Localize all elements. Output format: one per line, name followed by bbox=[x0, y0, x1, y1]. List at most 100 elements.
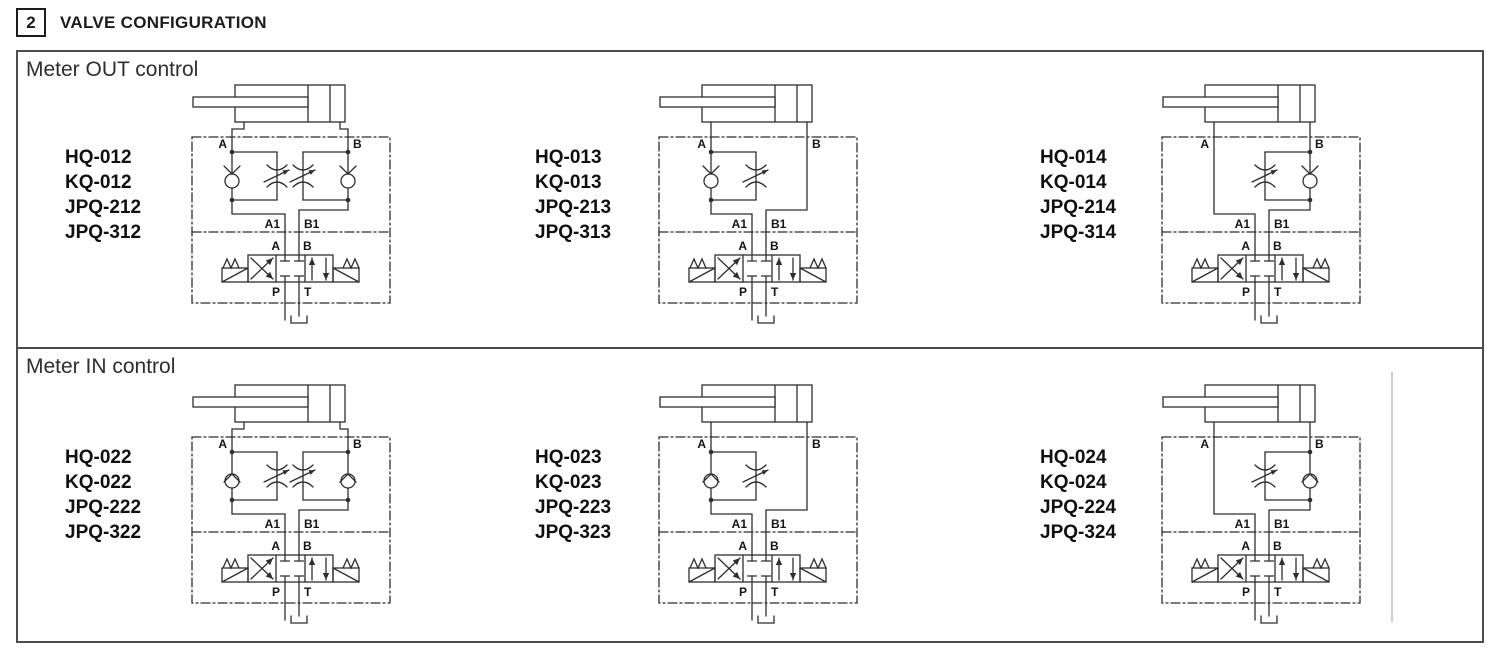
valve-boundary bbox=[1161, 136, 1361, 304]
port-label-p: P bbox=[1242, 285, 1250, 299]
directional-valve bbox=[221, 254, 360, 283]
port-label-t: T bbox=[1274, 585, 1282, 599]
port-label-a1: A1 bbox=[1235, 517, 1251, 531]
directional-valve bbox=[688, 254, 827, 283]
flow-control-b bbox=[1251, 149, 1319, 203]
valve-boundary bbox=[191, 436, 391, 604]
directional-valve bbox=[1191, 554, 1330, 583]
port-label-a: A bbox=[1200, 437, 1209, 451]
port-label-b: B bbox=[812, 437, 821, 451]
model-label: JPQ-324 bbox=[1040, 522, 1117, 543]
port-label-a: A bbox=[697, 137, 706, 151]
port-label-b: B bbox=[1315, 137, 1324, 151]
dcv-port-label-a: A bbox=[738, 239, 747, 253]
section-number: 2 bbox=[26, 12, 36, 32]
model-label: HQ-023 bbox=[535, 447, 602, 468]
port-label-b1: B1 bbox=[1274, 517, 1290, 531]
port-label-p: P bbox=[1242, 585, 1250, 599]
tank-icon bbox=[290, 315, 308, 324]
scan-artifact-line bbox=[1391, 372, 1393, 622]
directional-valve bbox=[688, 554, 827, 583]
model-label: JPQ-312 bbox=[65, 222, 142, 243]
model-label: JPQ-322 bbox=[65, 522, 142, 543]
cylinder bbox=[1162, 384, 1316, 423]
valve-boundary bbox=[658, 436, 858, 604]
section-number-box: 2 bbox=[16, 8, 46, 37]
directional-valve bbox=[1191, 254, 1330, 283]
model-label: JPQ-213 bbox=[535, 197, 612, 218]
model-label: JPQ-223 bbox=[535, 497, 612, 518]
dcv-port-label-b: B bbox=[303, 539, 312, 553]
dcv-port-label-a: A bbox=[271, 239, 280, 253]
port-label-a1: A1 bbox=[732, 217, 748, 231]
port-label-b: B bbox=[812, 137, 821, 151]
port-label-t: T bbox=[771, 285, 779, 299]
dcv-port-label-a: A bbox=[271, 539, 280, 553]
directional-valve bbox=[221, 554, 360, 583]
port-label-a1: A1 bbox=[732, 517, 748, 531]
port-label-a1: A1 bbox=[1235, 217, 1251, 231]
cylinder bbox=[192, 384, 346, 423]
tank-icon bbox=[290, 615, 308, 624]
port-label-a1: A1 bbox=[265, 517, 281, 531]
tank-icon bbox=[1260, 615, 1278, 624]
model-label: JPQ-222 bbox=[65, 497, 142, 518]
model-label: KQ-023 bbox=[535, 472, 602, 493]
model-label: KQ-022 bbox=[65, 472, 132, 493]
port-label-b1: B1 bbox=[771, 517, 787, 531]
model-label: KQ-012 bbox=[65, 172, 132, 193]
page-title: VALVE CONFIGURATION bbox=[60, 13, 267, 32]
flow-control-b bbox=[289, 449, 357, 503]
model-label: JPQ-224 bbox=[1040, 497, 1117, 518]
cylinder bbox=[1162, 84, 1316, 123]
port-label-p: P bbox=[272, 585, 280, 599]
cylinder bbox=[192, 84, 346, 123]
flow-control-a bbox=[223, 449, 290, 503]
cylinder bbox=[659, 84, 813, 123]
flow-control-a bbox=[702, 449, 769, 503]
model-label: HQ-022 bbox=[65, 447, 132, 468]
port-label-b1: B1 bbox=[304, 517, 320, 531]
port-label-p: P bbox=[272, 285, 280, 299]
valve-boundary bbox=[658, 136, 858, 304]
model-label: HQ-024 bbox=[1040, 447, 1107, 468]
port-label-t: T bbox=[304, 285, 312, 299]
flow-control-b bbox=[1251, 449, 1319, 503]
port-label-a: A bbox=[697, 437, 706, 451]
model-label: HQ-013 bbox=[535, 147, 602, 168]
flow-control-a bbox=[702, 149, 769, 203]
port-label-a: A bbox=[218, 137, 227, 151]
flow-control-b bbox=[289, 149, 357, 203]
valve-boundary bbox=[191, 136, 391, 304]
port-label-b: B bbox=[1315, 437, 1324, 451]
dcv-port-label-b: B bbox=[770, 539, 779, 553]
model-label: KQ-024 bbox=[1040, 472, 1107, 493]
model-label: HQ-014 bbox=[1040, 147, 1107, 168]
port-label-p: P bbox=[739, 585, 747, 599]
model-label: KQ-014 bbox=[1040, 172, 1107, 193]
model-label: JPQ-313 bbox=[535, 222, 612, 243]
tank-icon bbox=[1260, 315, 1278, 324]
model-label: HQ-012 bbox=[65, 147, 132, 168]
port-label-a: A bbox=[1200, 137, 1209, 151]
model-label: JPQ-323 bbox=[535, 522, 612, 543]
port-label-b: B bbox=[353, 437, 362, 451]
dcv-port-label-a: A bbox=[738, 539, 747, 553]
dcv-port-label-b: B bbox=[770, 239, 779, 253]
model-label: KQ-013 bbox=[535, 172, 602, 193]
port-label-t: T bbox=[1274, 285, 1282, 299]
dcv-port-label-b: B bbox=[1273, 239, 1282, 253]
valve-boundary bbox=[1161, 436, 1361, 604]
dcv-port-label-a: A bbox=[1241, 239, 1250, 253]
